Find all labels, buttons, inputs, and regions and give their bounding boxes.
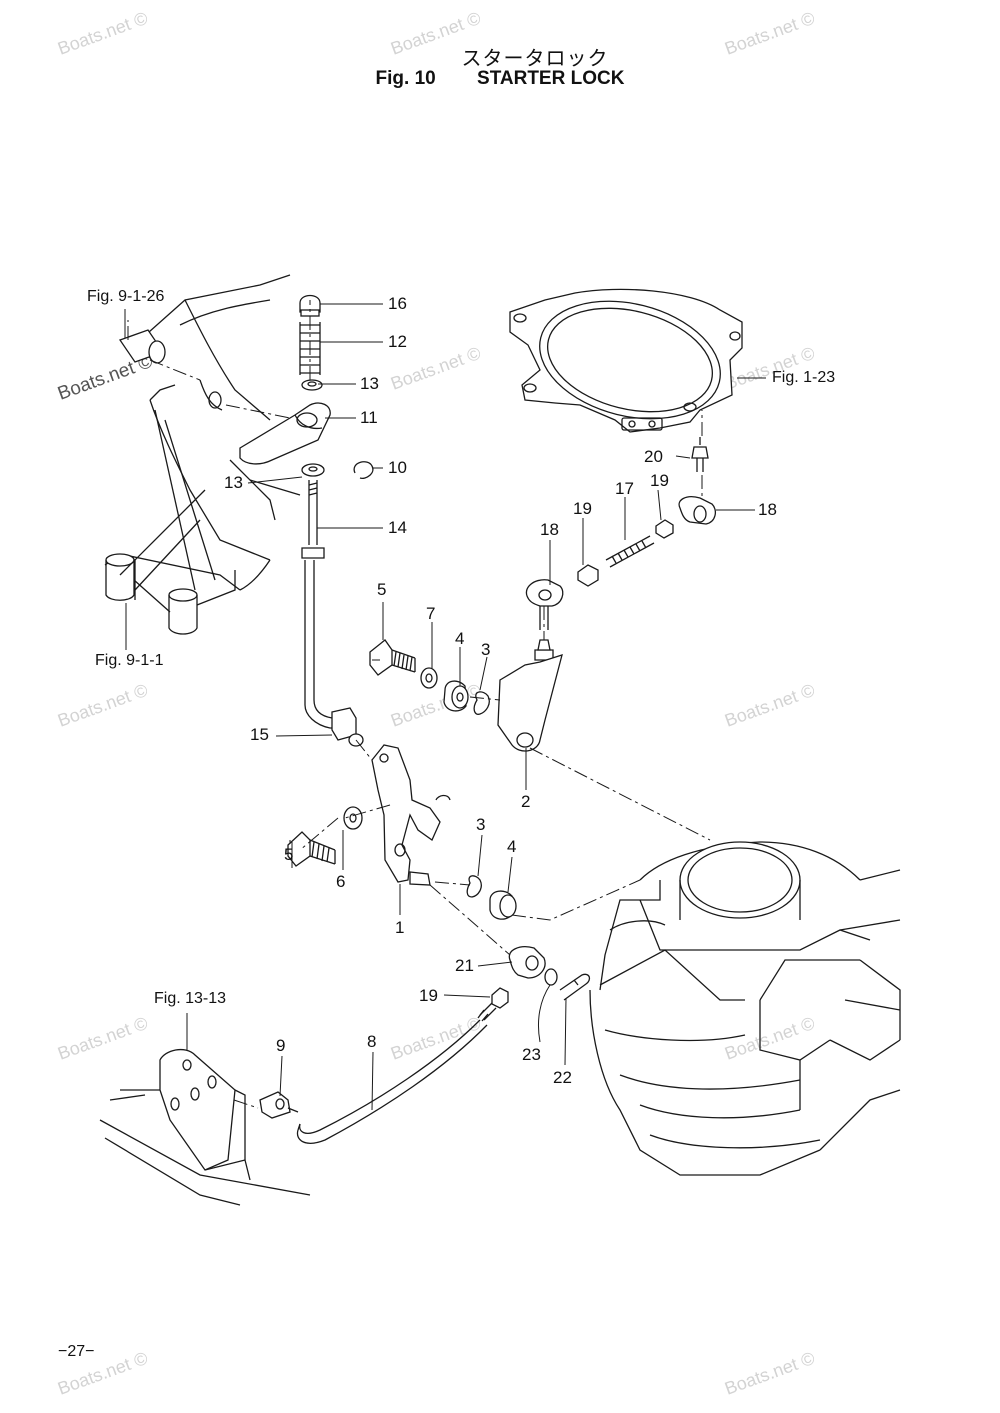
callout-10: 10 bbox=[388, 458, 407, 477]
callout-5: 5 bbox=[284, 845, 294, 864]
callout-20: 20 bbox=[644, 447, 663, 466]
callout-19: 19 bbox=[650, 471, 669, 490]
callout-21: 21 bbox=[455, 956, 474, 975]
title-japanese: スタータロック bbox=[461, 48, 609, 70]
lock-lever-upper bbox=[497, 639, 563, 752]
pivot-bolt-lower-set bbox=[287, 806, 517, 920]
lock-cable-lower bbox=[259, 946, 591, 1144]
fig-ref-1-23: Fig. 1-23 bbox=[772, 369, 836, 386]
callout-18: 18 bbox=[540, 520, 559, 539]
callout-9: 9 bbox=[276, 1036, 286, 1055]
callout-13: 13 bbox=[360, 374, 379, 393]
callout-5: 5 bbox=[377, 580, 387, 599]
figure-title: Fig. 10 STARTER LOCK bbox=[0, 68, 1000, 90]
callout-18: 18 bbox=[758, 500, 777, 519]
callout-14: 14 bbox=[388, 518, 407, 537]
callout-19: 19 bbox=[419, 986, 438, 1005]
callout-11: 11 bbox=[360, 408, 378, 427]
lower-bracket bbox=[99, 1048, 311, 1206]
engine-block bbox=[589, 841, 901, 1176]
mounting-bracket-left bbox=[104, 274, 301, 635]
callout-17: 17 bbox=[615, 479, 634, 498]
callout-4: 4 bbox=[455, 629, 465, 648]
callout-1: 1 bbox=[395, 918, 405, 937]
figure-number: Fig. 10 bbox=[375, 68, 436, 89]
callout-8: 8 bbox=[367, 1032, 377, 1051]
callout-16: 16 bbox=[388, 294, 407, 313]
callout-22: 22 bbox=[553, 1068, 572, 1087]
assembly-lines bbox=[149, 300, 711, 1109]
lock-arm-assembly bbox=[239, 294, 374, 747]
callout-3: 3 bbox=[476, 815, 486, 834]
callout-6: 6 bbox=[336, 872, 346, 891]
callout-2: 2 bbox=[521, 792, 531, 811]
callout-23: 23 bbox=[522, 1045, 541, 1064]
fig-ref-9-1-1: Fig. 9-1-1 bbox=[95, 652, 164, 669]
callout-13: 13 bbox=[224, 473, 243, 492]
pivot-bolt-upper-set bbox=[369, 639, 490, 715]
callout-12: 12 bbox=[388, 332, 407, 351]
lock-lever-lower bbox=[371, 744, 451, 886]
callout-4: 4 bbox=[507, 837, 517, 856]
fig-ref-13-13: Fig. 13-13 bbox=[154, 990, 227, 1007]
callout-7: 7 bbox=[426, 604, 436, 623]
page-number: −27− bbox=[58, 1343, 95, 1360]
callout-leaders bbox=[124, 303, 766, 1111]
callout-19: 19 bbox=[573, 499, 592, 518]
callout-3: 3 bbox=[481, 640, 491, 659]
recoil-starter-ring bbox=[509, 288, 743, 433]
callout-15: 15 bbox=[250, 725, 269, 744]
fig-ref-9-1-26: Fig. 9-1-26 bbox=[87, 288, 165, 305]
bracket-pin bbox=[118, 320, 166, 364]
figure-title-english: STARTER LOCK bbox=[477, 68, 625, 89]
cable-adjuster bbox=[525, 437, 717, 630]
